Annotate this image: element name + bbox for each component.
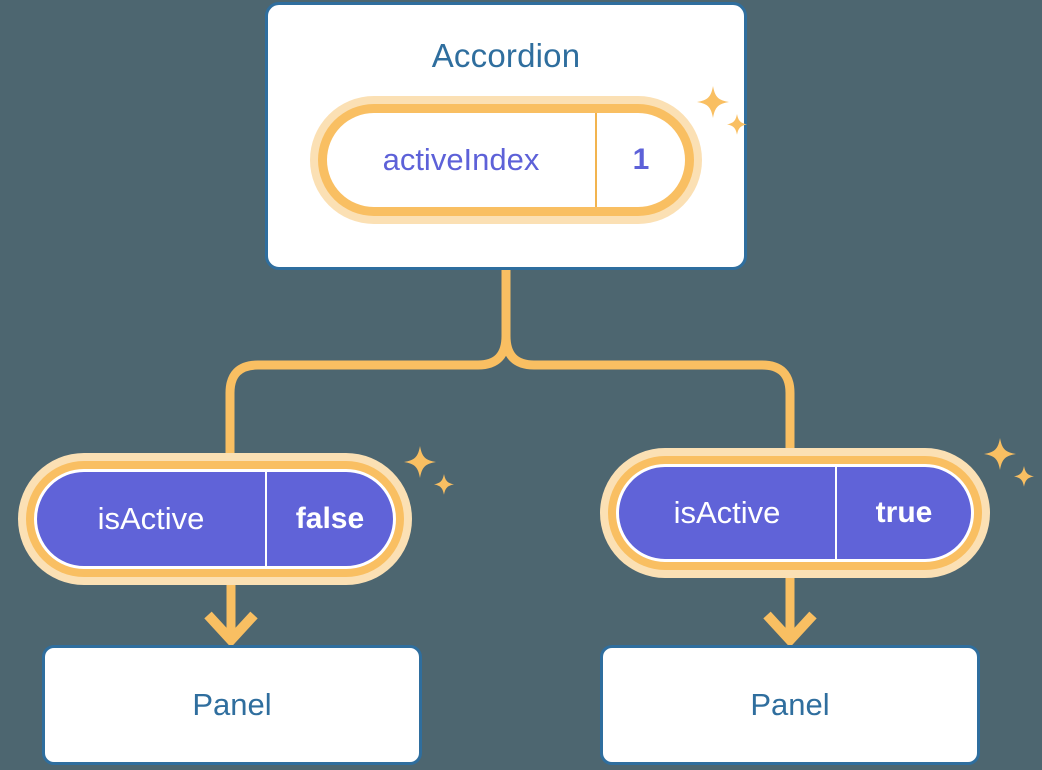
state-pill-activeindex[interactable]: activeIndex 1 <box>310 96 702 224</box>
component-title: Accordion <box>431 37 581 74</box>
connector-split-to-left-pill <box>225 335 511 455</box>
state-value-label: false <box>295 502 365 535</box>
pill-body: isActive false <box>34 469 396 569</box>
state-key-label: isActive <box>673 495 781 530</box>
connector-split-to-right-pill <box>501 335 795 450</box>
pill-divider <box>595 113 597 207</box>
pill-divider <box>835 467 837 559</box>
sparkle-large-icon <box>404 446 454 495</box>
panel-box-right[interactable]: Panel <box>600 645 980 765</box>
pill-divider <box>265 472 267 566</box>
state-pill-left-isactive[interactable]: isActive false <box>18 453 412 585</box>
connector-left-pill-to-panel <box>204 584 258 648</box>
state-key-label: isActive <box>97 501 205 536</box>
sparkle-large-icon <box>984 438 1034 487</box>
pill-body: activeIndex 1 <box>327 113 685 207</box>
state-value-label: 1 <box>632 143 650 176</box>
sparkle-small-icon <box>1014 466 1034 487</box>
panel-title: Panel <box>750 687 830 722</box>
pill-body: isActive true <box>616 464 974 562</box>
panel-title: Panel <box>192 687 272 722</box>
state-pill-right-isactive[interactable]: isActive true <box>600 448 990 578</box>
connector-right-pill-to-panel <box>763 578 817 648</box>
state-key-label: activeIndex <box>382 142 540 177</box>
state-value-label: true <box>875 496 933 529</box>
panel-box-left[interactable]: Panel <box>42 645 422 765</box>
sparkle-small-icon <box>434 474 454 495</box>
